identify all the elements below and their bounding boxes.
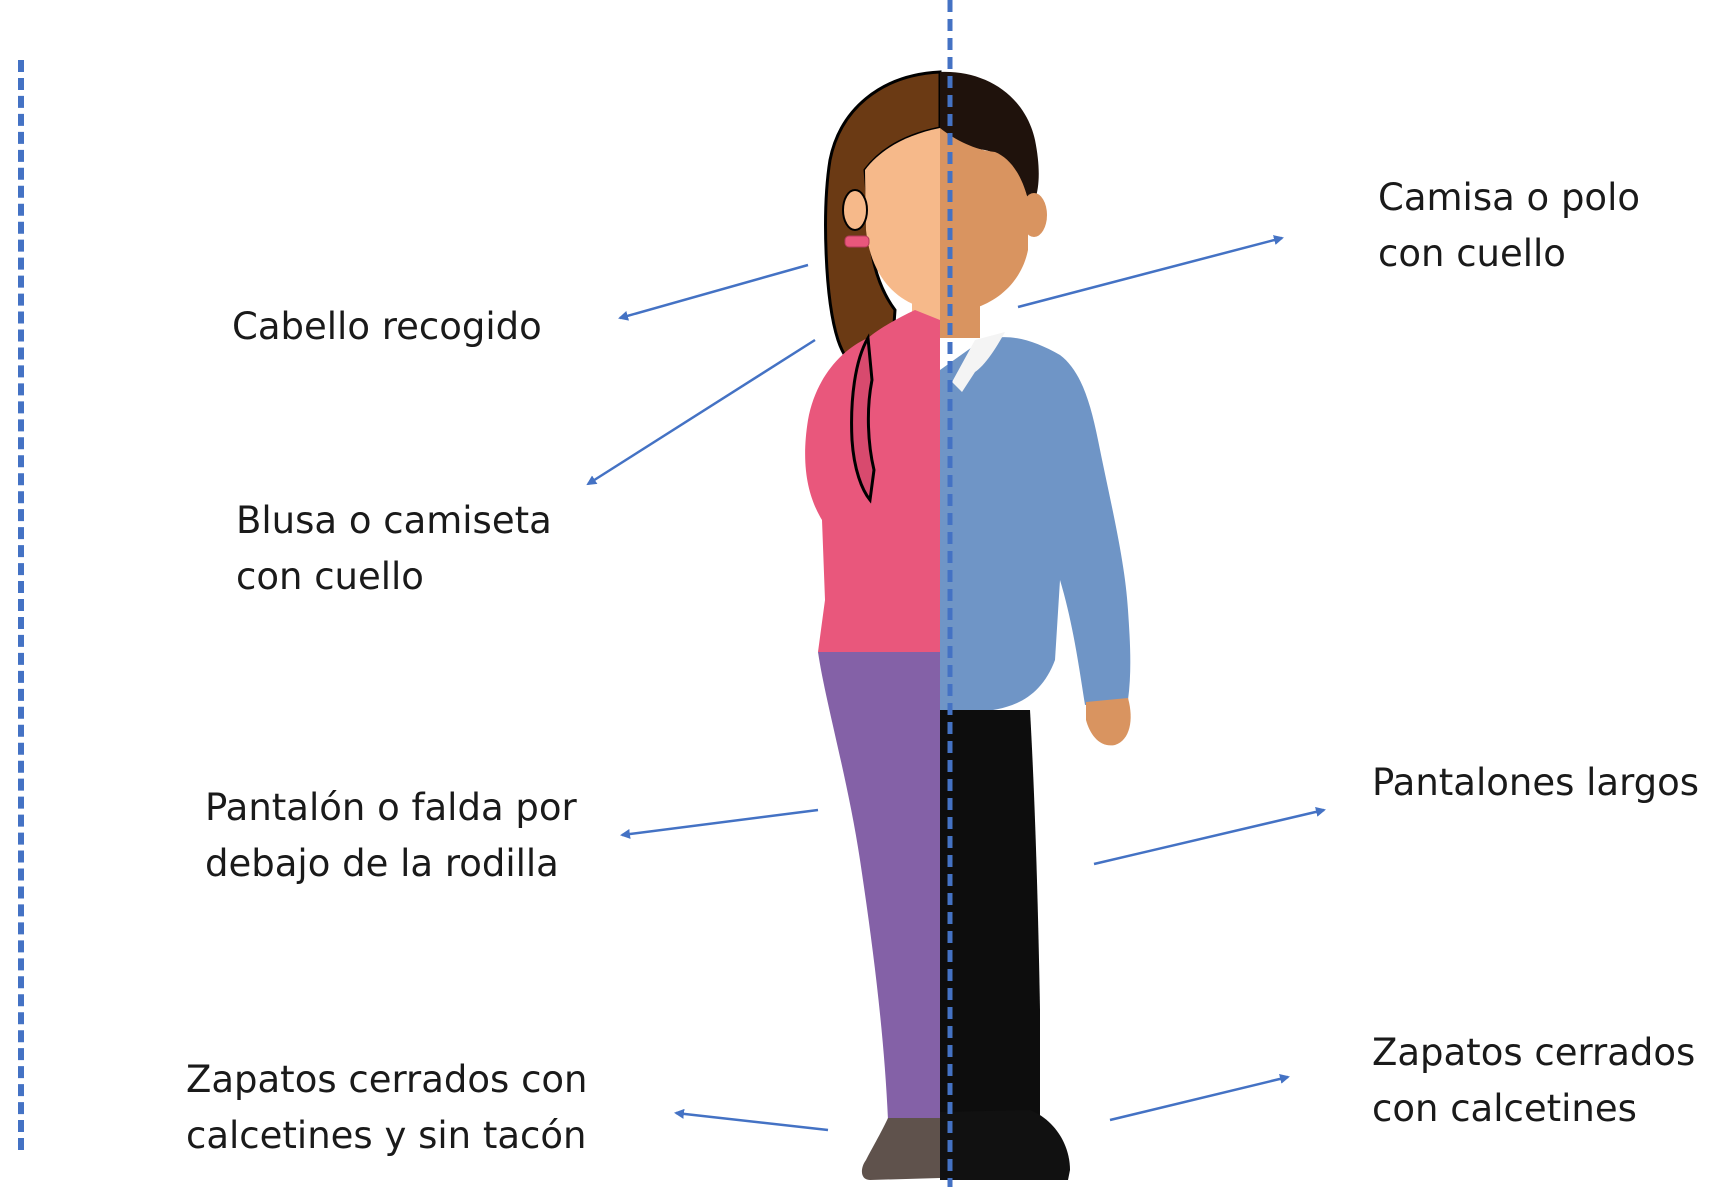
male-shoe [940,1110,1070,1180]
female-shoe [861,1118,940,1180]
male-hand [1086,698,1131,746]
arrow-hair [618,263,809,321]
female-arm [850,333,876,504]
label-shoes-female-line1: Zapatos cerrados con [186,1058,588,1101]
male-ear [1021,193,1047,237]
female-half-figure [805,70,942,1180]
label-shirt-line2: con cuello [1378,232,1566,275]
label-shoes-male-line1: Zapatos cerrados [1372,1031,1696,1074]
label-shoes-female-line2: calcetines y sin tacón [186,1114,587,1157]
male-shirt [940,337,1131,712]
label-pants-male: Pantalones largos [1372,755,1699,811]
male-collar [952,332,1005,392]
hair-clip [844,235,870,248]
label-blouse: Blusa o camiseta con cuello [236,493,552,605]
label-pants-female: Pantalón o falda por debajo de la rodill… [205,780,577,892]
male-face [940,128,1028,312]
label-pants-male-text: Pantalones largos [1372,761,1700,804]
male-half-figure [940,71,1131,1180]
label-shirt-line1: Camisa o polo [1378,176,1640,219]
female-pants [818,652,940,1120]
label-shoes-male-line2: con calcetines [1372,1087,1637,1130]
arrow-shoes-female [674,1108,829,1132]
arrow-blouse [586,338,816,486]
label-pants-female-line2: debajo de la rodilla [205,842,559,885]
label-shoes-male: Zapatos cerrados con calcetines [1372,1025,1695,1137]
label-blouse-line1: Blusa o camiseta [236,499,552,542]
arrow-pants-female [620,808,819,839]
label-hair: Cabello recogido [232,299,542,355]
female-ear [842,189,868,231]
male-pants [940,710,1040,1118]
label-shirt: Camisa o polo con cuello [1378,170,1640,282]
arrow-shirt [1017,235,1284,309]
left-dashed-divider [18,60,24,1150]
label-pants-female-line1: Pantalón o falda por [205,786,577,829]
male-neck [940,300,980,338]
label-shoes-female: Zapatos cerrados con calcetines y sin ta… [186,1052,588,1164]
arrow-shoes-male [1109,1074,1290,1122]
label-blouse-line2: con cuello [236,555,424,598]
arrow-pants-male [1093,806,1326,866]
female-face [865,128,940,308]
label-hair-text: Cabello recogido [232,305,542,348]
